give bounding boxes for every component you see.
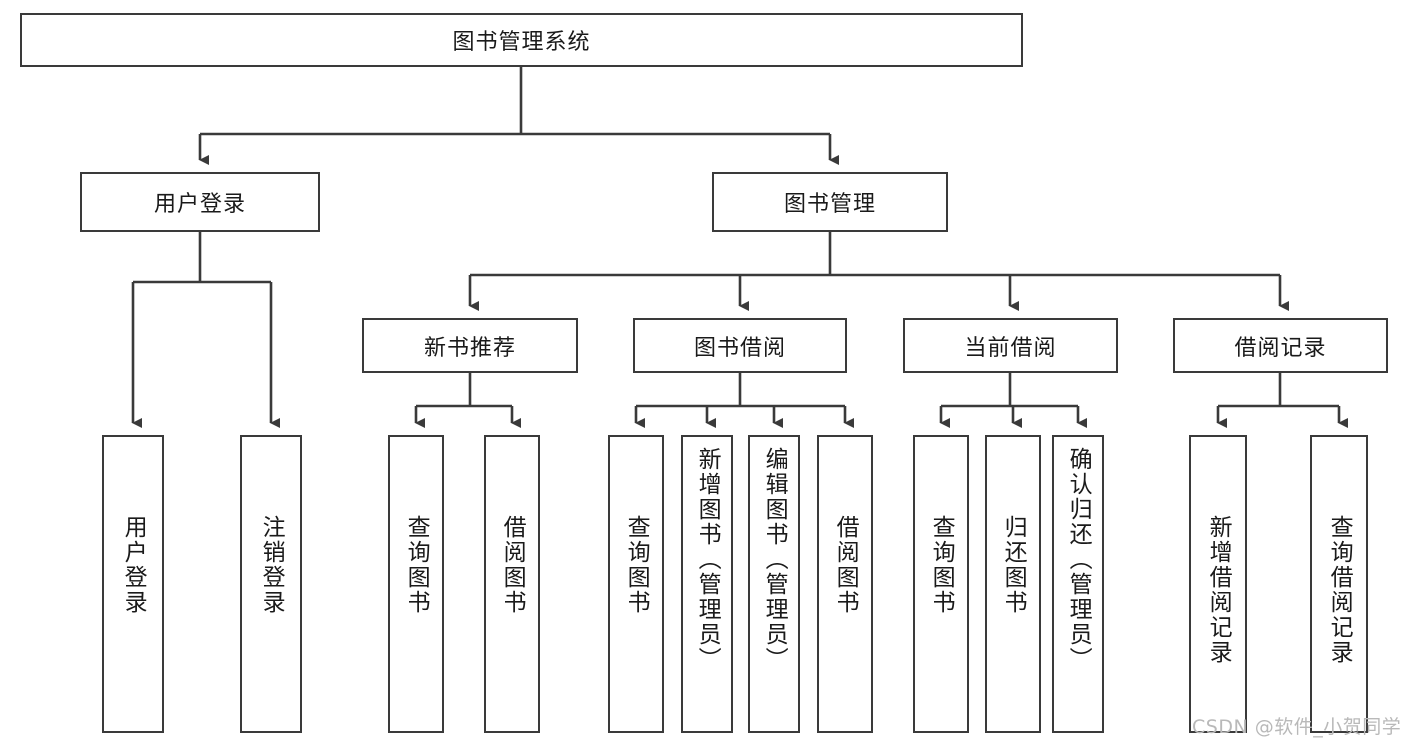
node-label: 注销登录 <box>258 515 285 615</box>
node-label: 查询图书 <box>928 515 955 615</box>
node-label: 归还图书 <box>1000 515 1027 615</box>
node-label: 查询图书 <box>623 515 650 615</box>
node-leaf-return-book[interactable]: 归还图书 <box>985 435 1041 733</box>
node-leaf-query-book-1[interactable]: 查询图书 <box>388 435 444 733</box>
node-leaf-add-borrow-record[interactable]: 新增借阅记录 <box>1189 435 1247 733</box>
watermark: CSDN @软件_小贺同学 <box>1192 716 1402 738</box>
node-user-login[interactable]: 用户登录 <box>80 172 320 232</box>
node-new-book-recommend[interactable]: 新书推荐 <box>362 318 578 373</box>
node-label: 用户登录 <box>120 515 147 615</box>
node-leaf-query-book-3[interactable]: 查询图书 <box>913 435 969 733</box>
node-label: 当前借阅 <box>964 335 1057 361</box>
node-label: 新增借阅记录 <box>1205 515 1232 665</box>
node-leaf-add-book-admin[interactable]: 新增图书（管理员） <box>681 435 733 733</box>
node-label: 确认归还（管理员） <box>1065 447 1092 672</box>
node-borrow-record[interactable]: 借阅记录 <box>1173 318 1388 373</box>
node-current-borrow[interactable]: 当前借阅 <box>903 318 1118 373</box>
node-leaf-user-login[interactable]: 用户登录 <box>102 435 164 733</box>
node-book-management[interactable]: 图书管理 <box>712 172 948 232</box>
node-label: 借阅图书 <box>832 515 859 615</box>
node-leaf-borrow-book-2[interactable]: 借阅图书 <box>817 435 873 733</box>
node-label: 编辑图书（管理员） <box>761 447 788 672</box>
node-leaf-edit-book-admin[interactable]: 编辑图书（管理员） <box>748 435 800 733</box>
node-label: 图书借阅 <box>693 335 786 361</box>
node-label: 借阅图书 <box>499 515 526 615</box>
node-book-borrow[interactable]: 图书借阅 <box>633 318 847 373</box>
node-label: 查询图书 <box>403 515 430 615</box>
node-label: 借阅记录 <box>1234 335 1327 361</box>
node-label: 图书管理系统 <box>452 30 591 55</box>
node-leaf-query-borrow-record[interactable]: 查询借阅记录 <box>1310 435 1368 733</box>
node-leaf-confirm-return-admin[interactable]: 确认归还（管理员） <box>1052 435 1104 733</box>
node-leaf-logout[interactable]: 注销登录 <box>240 435 302 733</box>
node-label: 图书管理 <box>783 192 876 217</box>
node-label: 新增图书（管理员） <box>694 447 721 672</box>
node-label: 查询借阅记录 <box>1326 515 1353 665</box>
node-leaf-borrow-book-1[interactable]: 借阅图书 <box>484 435 540 733</box>
node-leaf-query-book-2[interactable]: 查询图书 <box>608 435 664 733</box>
node-label: 新书推荐 <box>423 335 516 361</box>
node-root-system[interactable]: 图书管理系统 <box>20 13 1023 67</box>
node-label: 用户登录 <box>153 192 246 217</box>
